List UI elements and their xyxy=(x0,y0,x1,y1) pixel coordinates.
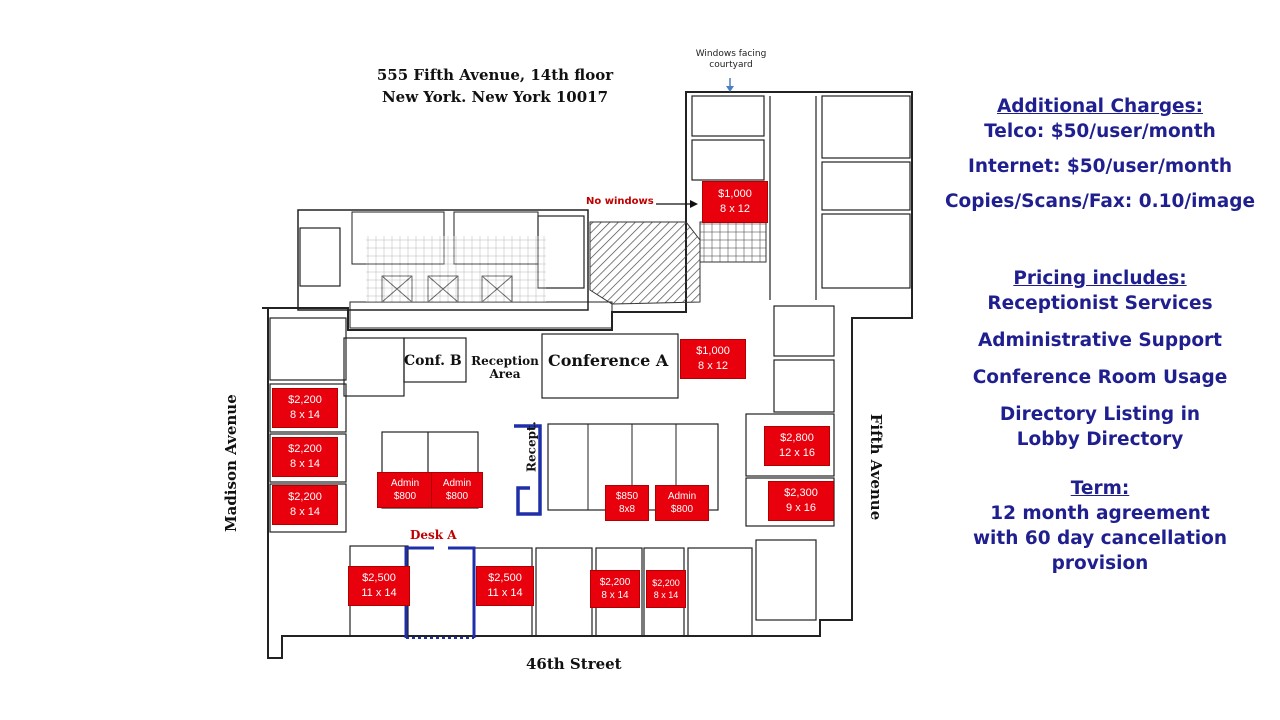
corridor-band xyxy=(349,301,613,329)
internet-charge: Internet: $50/user/month xyxy=(967,156,1233,177)
pricing-item: Directory Listing in xyxy=(999,404,1201,425)
no-windows-note: No windows xyxy=(586,196,654,207)
stair-west xyxy=(299,227,341,287)
pricing-item: Receptionist Services xyxy=(987,293,1213,314)
street-east: Fifth Avenue xyxy=(867,413,885,521)
office-tag[interactable]: Admin$800 xyxy=(655,485,709,521)
recept-label: Recept. xyxy=(524,421,539,472)
pricing-includes-heading: Pricing includes: xyxy=(1013,268,1187,289)
office-tag[interactable]: Admin$800 xyxy=(431,472,483,508)
term-line: 12 month agreement xyxy=(990,503,1210,524)
address-line-1: 555 Fifth Avenue, 14th floor xyxy=(376,66,614,84)
address-line-2: New York. New York 10017 xyxy=(381,88,609,106)
additional-charges-heading: Additional Charges: xyxy=(996,96,1204,117)
desk-a-outline xyxy=(404,546,434,638)
pricing-item: Administrative Support xyxy=(977,330,1223,351)
pricing-item: Conference Room Usage xyxy=(972,367,1228,388)
term-heading: Term: xyxy=(1070,478,1130,499)
windows-courtyard-note: Windows facing courtyard xyxy=(695,49,767,70)
desk-a-label: Desk A xyxy=(410,528,457,542)
copies-charge: Copies/Scans/Fax: 0.10/image xyxy=(944,191,1255,212)
info-panel: Additional Charges: Telco: $50/user/mont… xyxy=(940,90,1260,574)
conference-a-label: Conference A xyxy=(548,351,669,370)
street-west: Madison Avenue xyxy=(222,394,240,532)
core-block xyxy=(297,209,589,311)
conf-b-label: Conf. B xyxy=(404,353,462,369)
term-line: with 60 day cancellation xyxy=(972,528,1228,549)
pricing-item: Lobby Directory xyxy=(1016,429,1184,450)
building-outline xyxy=(262,91,913,659)
street-south: 46th Street xyxy=(526,655,622,673)
no-windows-area xyxy=(589,221,701,305)
reception-area-label: Reception Area xyxy=(471,354,539,382)
reception-desk xyxy=(514,424,542,516)
term-line: provision xyxy=(1051,553,1149,574)
floor-plan xyxy=(262,78,913,659)
office-tag[interactable]: Admin$800 xyxy=(377,472,433,508)
telco-charge: Telco: $50/user/month xyxy=(984,121,1216,142)
